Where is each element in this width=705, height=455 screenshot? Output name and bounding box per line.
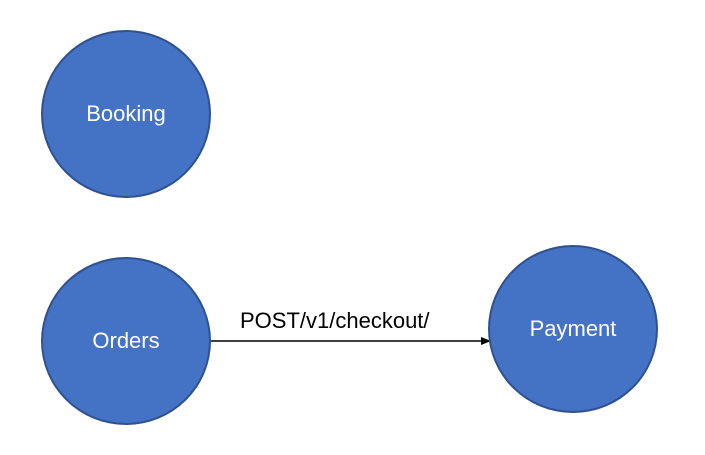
node-orders-label: Orders bbox=[92, 328, 160, 353]
node-booking: Booking bbox=[41, 30, 211, 198]
node-orders: Orders bbox=[41, 257, 211, 425]
node-payment: Payment bbox=[488, 245, 658, 413]
node-booking-label: Booking bbox=[86, 101, 166, 126]
edge-label: POST/v1/checkout/ bbox=[240, 308, 430, 333]
node-payment-label: Payment bbox=[529, 316, 617, 341]
